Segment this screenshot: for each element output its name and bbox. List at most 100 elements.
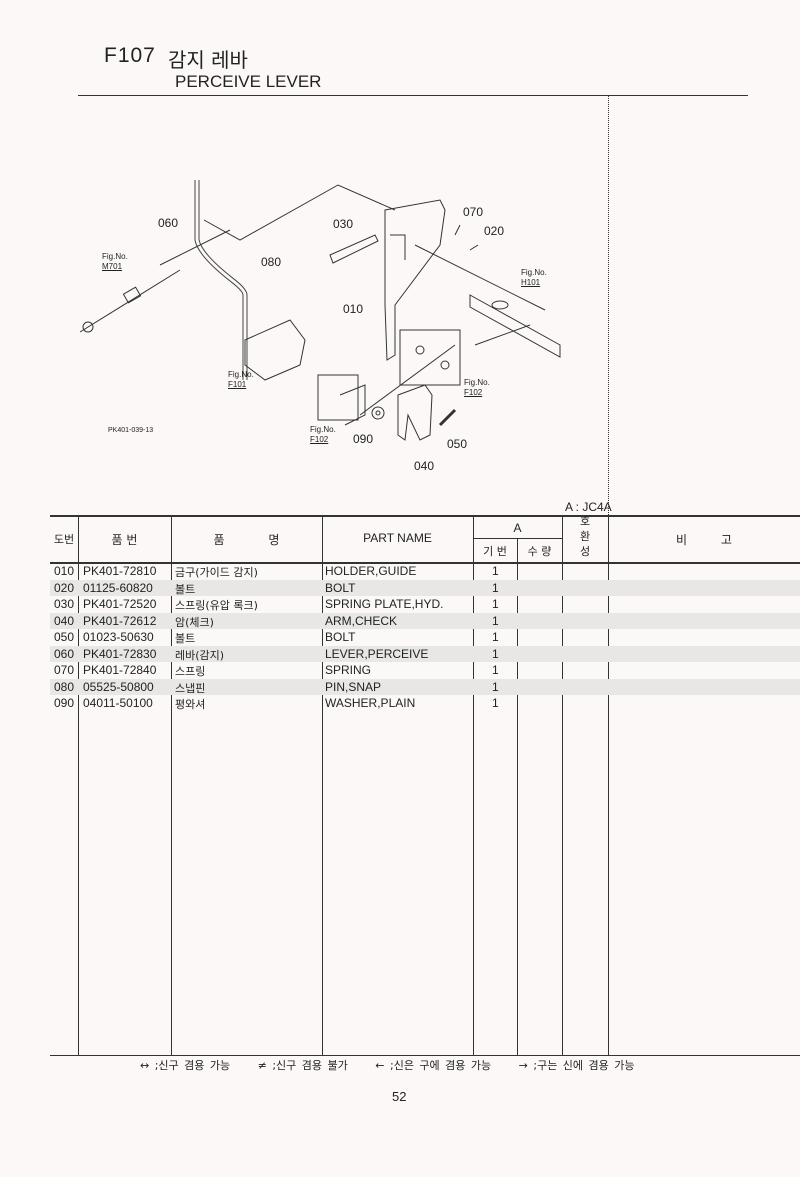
column-divider [473,515,474,1055]
table-row: 040 PK401-72612 암(체크) ARM,CHECK 1 [50,612,800,629]
fig-ref-label: Fig.No. [464,378,490,387]
part-number-cell: PK401-72612 [83,613,157,628]
part-name-cell: BOLT [325,630,356,644]
header-bottom-border [50,562,800,564]
column-divider [322,515,323,1055]
ref-cell: 010 [54,564,75,578]
callout-090: 090 [353,432,374,446]
fig-ref-m701: Fig.No.M701 [102,252,128,272]
header-divider [78,95,748,96]
leader-line [159,229,231,266]
korean-name-cell: 스냅핀 [175,681,206,695]
model-note: A : JC4A [565,500,612,514]
part-name-cell: HOLDER,GUIDE [325,564,417,578]
callout-050: 050 [447,437,468,451]
fig-ref-f102-valve: Fig.No.F102 [464,378,490,398]
part-number-cell: PK401-72520 [83,597,157,611]
ref-cell: 080 [54,679,75,694]
korean-name-cell: 스프링 [175,665,206,678]
table-row: 080 05525-50800 스냅핀 PIN,SNAP 1 [50,678,800,695]
korean-name-cell: 암(체크) [175,615,214,629]
column-divider [608,515,609,1055]
legend-item: ← ;신은 구에 겸용 가능 [375,1059,492,1072]
quantity-cell: 1 [492,597,499,611]
holder-guide-010 [384,199,446,361]
header-interchange: 호 환 성 [579,515,591,558]
ref-cell: 060 [54,646,75,661]
frame-h101 [469,294,561,358]
table-top-border [50,515,800,517]
header-group-a: A [513,521,522,535]
section-title-english: PERCEIVE LEVER [175,72,322,91]
table-row: 050 01023-50630 볼트 BOLT 1 [50,629,800,646]
callout-040: 040 [414,459,435,473]
check-arm-040 [397,384,433,441]
part-name-cell: PIN,SNAP [325,679,382,694]
korean-name-cell: 볼트 [175,632,196,645]
quantity-cell: 1 [492,580,499,595]
header-part-name: PART NAME [363,531,432,545]
quantity-cell: 1 [492,696,499,710]
ref-cell: 040 [54,613,75,628]
washer-090 [371,406,385,420]
korean-name-cell: 볼트 [175,582,196,596]
part-number-cell: 01125-60820 [83,580,153,595]
part-number-cell: PK401-72810 [83,564,157,578]
ref-cell: 070 [54,663,75,677]
leader-line [203,184,396,241]
fig-ref-f102-mount: Fig.No.F102 [310,425,336,445]
header-name-ko: 품 명 [213,533,280,547]
callout-010: 010 [343,302,364,316]
spring-070-bolt-020 [454,224,479,251]
cable-m701 [79,269,181,333]
legend-item: → ;구는 신에 겸용 가능 [518,1059,635,1072]
part-name-cell: LEVER,PERCEIVE [325,646,429,661]
quantity-cell: 1 [492,646,499,661]
fig-ref-f101: Fig.No.F101 [228,370,254,390]
quantity-cell: 1 [492,679,499,694]
part-number-cell: 05525-50800 [83,679,154,694]
diagram-border [608,95,609,515]
header-remarks: 비 고 [676,533,732,547]
ref-cell: 050 [54,630,75,644]
callout-080: 080 [261,255,282,269]
fig-ref-label: Fig.No. [521,268,547,277]
fig-ref-number: M701 [102,262,123,271]
quantity-cell: 1 [492,613,499,628]
quantity-cell: 1 [492,630,499,644]
lever-part-060 [194,180,248,380]
header-part-no: 품 번 [111,533,138,547]
mount-f102 [317,374,366,426]
page-number: 52 [392,1089,407,1104]
bracket-f101 [244,319,306,381]
fig-ref-number: H101 [521,278,541,287]
legend-item: ↔ ;신구 겸용 가능 [140,1059,231,1072]
bolt-050 [438,408,457,427]
callout-060: 060 [158,216,179,230]
leader-line [359,344,456,416]
callout-030: 030 [333,217,354,231]
fig-ref-label: Fig.No. [228,370,254,379]
part-number-cell: PK401-72830 [83,646,157,661]
part-number-cell: 01023-50630 [83,630,154,644]
fig-ref-number: F102 [310,435,329,444]
fig-ref-number: F102 [464,388,483,397]
part-name-cell: SPRING [325,663,372,677]
part-number-cell: PK401-72840 [83,663,157,677]
part-name-cell: WASHER,PLAIN [325,696,416,710]
quantity-cell: 1 [492,663,499,677]
part-name-cell: ARM,CHECK [325,613,398,628]
quantity-cell: 1 [492,564,499,578]
exploded-parts-diagram [79,180,561,441]
header-ref: 도번 [53,533,75,546]
column-divider [517,538,518,1055]
table-row: 070 PK401-72840 스프링 SPRING 1 [50,662,800,679]
callout-020: 020 [484,224,505,238]
legend-item: ≠ ;신구 겸용 불가 [257,1059,348,1072]
ref-cell: 030 [54,597,75,611]
header-machine: 기 번 [483,545,507,558]
